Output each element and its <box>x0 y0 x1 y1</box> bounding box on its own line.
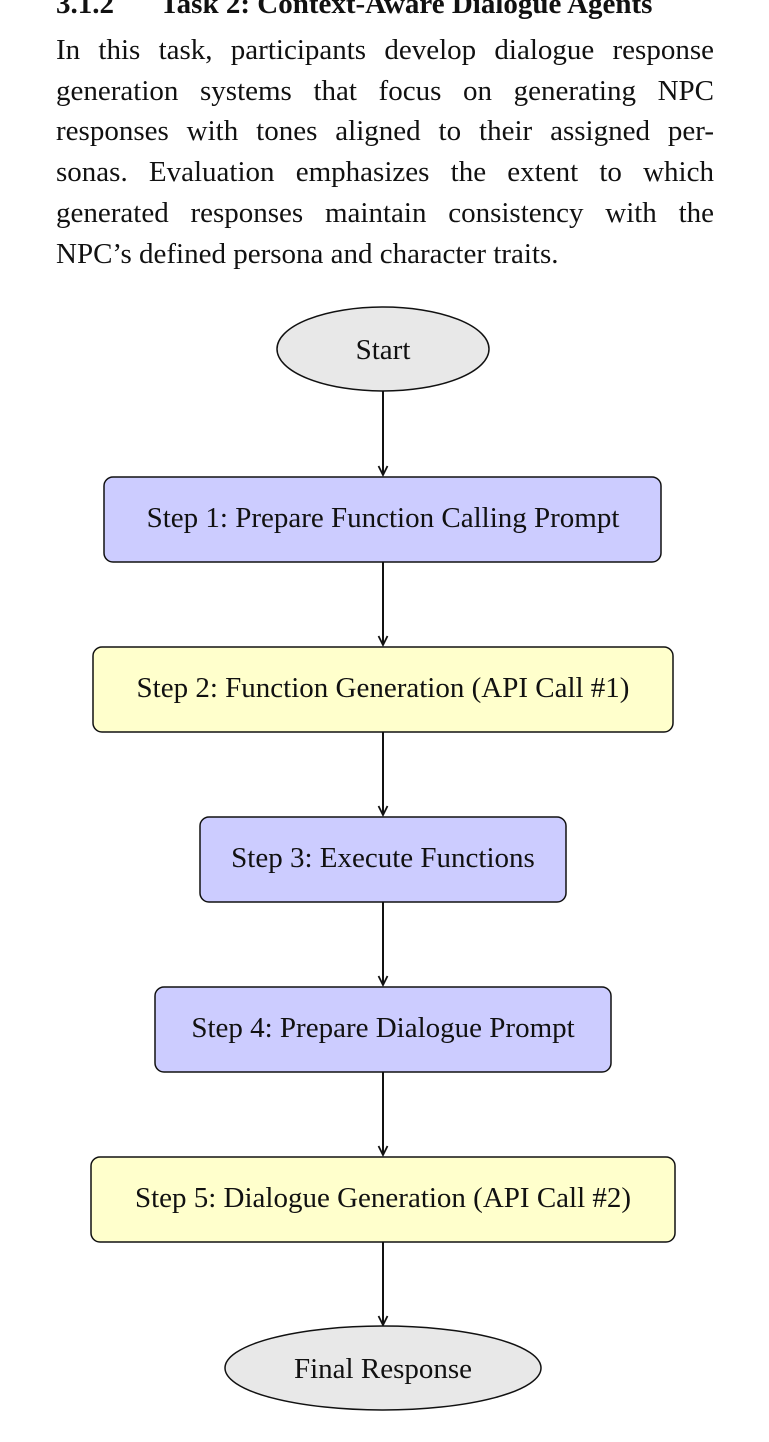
step-2-node: Step 2: Function Generation (API Call #1… <box>92 646 674 733</box>
task-description-paragraph: In this task, participants develop dialo… <box>56 30 714 274</box>
step-4-label: Step 4: Prepare Dialogue Prompt <box>191 1012 574 1044</box>
section-number: 3.1.2 <box>56 0 114 20</box>
step-3-node: Step 3: Execute Functions <box>199 816 567 903</box>
step-1-label: Step 1: Prepare Function Calling Prompt <box>147 502 620 534</box>
final-response-label: Final Response <box>294 1353 472 1385</box>
paragraph-line: In this task, participants develop dialo… <box>56 34 714 66</box>
step-2-label: Step 2: Function Generation (API Call #1… <box>137 672 630 704</box>
step-4-node: Step 4: Prepare Dialogue Prompt <box>154 986 612 1073</box>
paragraph-line: generated responses maintain consistency… <box>56 196 714 229</box>
paragraph-line: sonas. Evaluation emphasizes the extent … <box>56 156 714 189</box>
section-heading: 3.1.2 Task 2: Context-Aware Dialogue Agen… <box>56 0 652 21</box>
step-1-node: Step 1: Prepare Function Calling Prompt <box>103 476 662 563</box>
paragraph-line: NPC’s defined persona and character trai… <box>56 237 559 270</box>
step-5-label: Step 5: Dialogue Generation (API Call #2… <box>135 1182 631 1214</box>
paragraph-line: responses with tones aligned to their as… <box>56 115 714 148</box>
start-label: Start <box>356 334 411 366</box>
section-title: Task 2: Context-Aware Dialogue Agents <box>160 0 653 20</box>
step-5-node: Step 5: Dialogue Generation (API Call #2… <box>90 1156 676 1243</box>
paragraph-line: generation systems that focus on generat… <box>56 74 714 107</box>
final-response-node: Final Response <box>224 1325 542 1411</box>
start-node: Start <box>276 306 490 392</box>
step-3-label: Step 3: Execute Functions <box>231 842 535 874</box>
